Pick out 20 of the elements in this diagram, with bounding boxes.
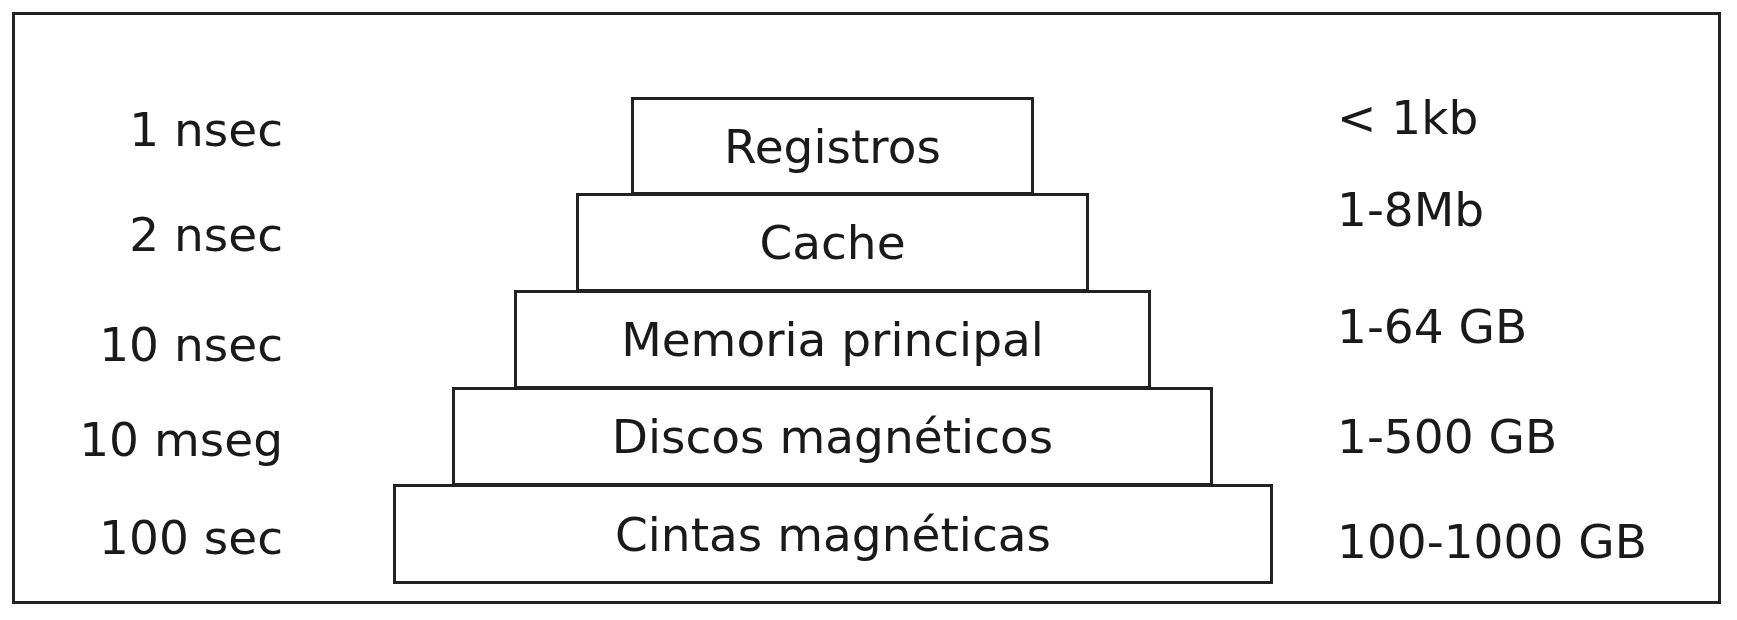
capacity: 1-500 GB <box>1337 411 1558 463</box>
access-time: 1 nsec <box>129 104 283 156</box>
capacity: < 1kb <box>1337 92 1479 144</box>
capacity: 1-64 GB <box>1337 301 1528 353</box>
memory-level-box <box>452 387 1213 486</box>
level-name: Cintas magnéticas <box>614 506 1052 562</box>
memory-level-box <box>393 484 1273 584</box>
access-time: 10 nsec <box>99 319 283 371</box>
capacity: 100-1000 GB <box>1337 516 1647 568</box>
level-name: Registros <box>724 118 941 174</box>
capacity: 1-8Mb <box>1337 184 1485 236</box>
level-name: Cache <box>759 215 906 270</box>
memory-level-box <box>576 193 1089 292</box>
access-time: 10 mseg <box>79 414 283 466</box>
memory-level-box <box>631 97 1034 195</box>
memory-level-box <box>514 290 1151 389</box>
access-time: 100 sec <box>99 512 283 564</box>
access-time: 2 nsec <box>129 209 283 261</box>
level-name: Discos magnéticos <box>611 409 1054 464</box>
level-name: Memoria principal <box>621 312 1044 367</box>
